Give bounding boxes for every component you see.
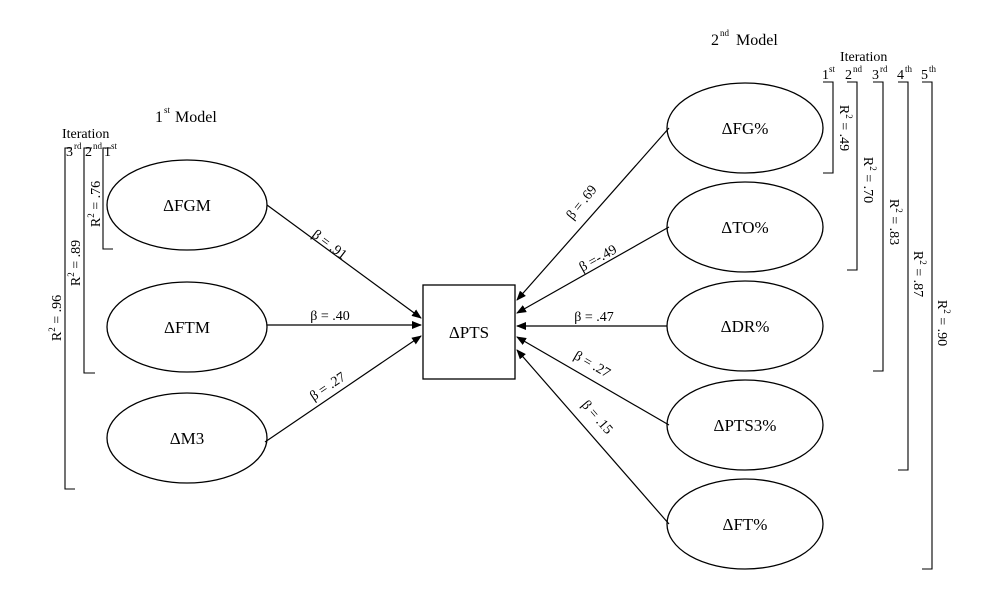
- model2-bracket-4th: [898, 81, 909, 471]
- svg-text:2: 2: [845, 68, 852, 83]
- svg-text:ΔFTM: ΔFTM: [164, 318, 210, 337]
- node-dpts: ΔPTS: [422, 284, 516, 380]
- model2-title: 2 nd Model: [711, 28, 778, 49]
- node-dft-pct: ΔFT%: [666, 478, 824, 570]
- model2-title-ordinal: 2: [711, 32, 719, 49]
- svg-text:rd: rd: [74, 141, 82, 151]
- svg-text:2: 2: [85, 145, 92, 160]
- svg-text:nd: nd: [93, 141, 103, 151]
- svg-text:R2 = .87: R2 = .87: [910, 251, 928, 297]
- edge-dm3-dpts: [264, 335, 422, 443]
- edge-dpts3-dpts: [516, 336, 670, 426]
- svg-text:3: 3: [872, 68, 879, 83]
- svg-text:β = .27: β = .27: [571, 349, 613, 382]
- edge-dto-dpts: [516, 226, 670, 314]
- svg-text:nd: nd: [853, 64, 863, 74]
- beta-dfgm: β = .91: [309, 227, 350, 263]
- edge-dfg-dpts: [516, 127, 670, 301]
- beta-dfg: β = .69: [564, 183, 601, 223]
- model1-iteration-3rd: 3 rd: [66, 141, 82, 160]
- svg-text:5: 5: [921, 68, 928, 83]
- node-dfg-pct: ΔFG%: [666, 82, 824, 174]
- edge-dfgm-dpts: [266, 204, 422, 319]
- svg-text:R2 = .49: R2 = .49: [836, 105, 854, 151]
- svg-text:4: 4: [897, 68, 904, 83]
- svg-text:th: th: [929, 64, 937, 74]
- model2-iteration-4th: 4 th: [897, 64, 913, 83]
- model1-iteration-2nd: 2 nd: [85, 141, 103, 160]
- edge-dft-dpts: [516, 349, 670, 525]
- model2-r2-1st: R2 = .49: [836, 105, 854, 151]
- svg-text:1: 1: [822, 68, 829, 83]
- svg-text:ΔFG%: ΔFG%: [722, 119, 769, 138]
- svg-text:ΔPTS3%: ΔPTS3%: [714, 416, 777, 435]
- model2-title-text: Model: [736, 32, 778, 49]
- model1-r2-1st: R2 = .76: [86, 181, 104, 227]
- model1-bracket-1st: [102, 147, 113, 250]
- model1-iteration-1st: 1 st: [104, 141, 118, 160]
- model2-bracket-2nd: [847, 81, 858, 271]
- model2-bracket-5th: [922, 81, 933, 570]
- model2-iteration-5th: 5 th: [921, 64, 937, 83]
- svg-text:β = .69: β = .69: [564, 183, 601, 223]
- model1-bracket-3rd: [64, 147, 75, 490]
- svg-text:R2 = .96: R2 = .96: [47, 295, 65, 341]
- model2-r2-5th: R2 = .90: [934, 300, 952, 346]
- svg-text:β = .91: β = .91: [309, 227, 350, 263]
- svg-text:R2 = .89: R2 = .89: [66, 240, 84, 286]
- svg-text:ΔPTS: ΔPTS: [449, 323, 489, 342]
- svg-text:R2 = .70: R2 = .70: [860, 157, 878, 203]
- model2-r2-3rd: R2 = .83: [886, 199, 904, 245]
- svg-text:ΔFGM: ΔFGM: [163, 196, 211, 215]
- svg-text:ΔTO%: ΔTO%: [721, 218, 768, 237]
- model2-bracket-1st: [823, 81, 834, 174]
- model2-iteration-2nd: 2 nd: [845, 64, 863, 83]
- model2-r2-2nd: R2 = .70: [860, 157, 878, 203]
- node-dm3: ΔM3: [106, 392, 268, 484]
- model2-iteration-1st: 1 st: [822, 64, 836, 83]
- svg-text:ΔM3: ΔM3: [170, 429, 205, 448]
- svg-text:1: 1: [104, 145, 111, 160]
- model1-title: 1 st Model: [155, 105, 217, 126]
- model2-title-sup: nd: [720, 28, 730, 38]
- svg-text:R2 = .76: R2 = .76: [86, 181, 104, 227]
- model2-bracket-3rd: [873, 81, 884, 372]
- svg-text:th: th: [905, 64, 913, 74]
- svg-text:st: st: [829, 64, 836, 74]
- svg-text:ΔFT%: ΔFT%: [723, 515, 768, 534]
- model1-bracket-2nd: [83, 147, 95, 374]
- svg-text:β =-.49: β =-.49: [577, 243, 620, 276]
- model1-title-ordinal: 1: [155, 109, 163, 126]
- node-dfgm: ΔFGM: [106, 159, 268, 251]
- model1-r2-3rd: R2 = .96: [47, 295, 65, 341]
- beta-ddr: β = .47: [574, 310, 614, 325]
- model2-r2-4th: R2 = .87: [910, 251, 928, 297]
- model2-iteration-3rd: 3 rd: [872, 64, 888, 83]
- svg-text:β = .15: β = .15: [578, 398, 615, 438]
- node-dto-pct: ΔTO%: [666, 181, 824, 273]
- beta-dpts3: β = .27: [571, 349, 613, 382]
- node-dpts3-pct: ΔPTS3%: [666, 379, 824, 471]
- svg-text:st: st: [111, 141, 118, 151]
- svg-text:R2 = .83: R2 = .83: [886, 199, 904, 245]
- svg-text:R2 = .90: R2 = .90: [934, 300, 952, 346]
- model1-title-text: Model: [175, 109, 217, 126]
- model1-title-sup: st: [164, 105, 171, 115]
- model1-iteration-label: Iteration: [62, 127, 109, 142]
- svg-text:rd: rd: [880, 64, 888, 74]
- beta-dft: β = .15: [578, 398, 615, 438]
- node-ddr-pct: ΔDR%: [666, 280, 824, 372]
- beta-dftm: β = .40: [310, 309, 350, 324]
- svg-text:ΔDR%: ΔDR%: [721, 317, 770, 336]
- model1-r2-2nd: R2 = .89: [66, 240, 84, 286]
- svg-text:3: 3: [66, 145, 73, 160]
- beta-dto: β =-.49: [577, 243, 620, 276]
- model2-iteration-label: Iteration: [840, 50, 887, 65]
- node-dftm: ΔFTM: [106, 281, 268, 373]
